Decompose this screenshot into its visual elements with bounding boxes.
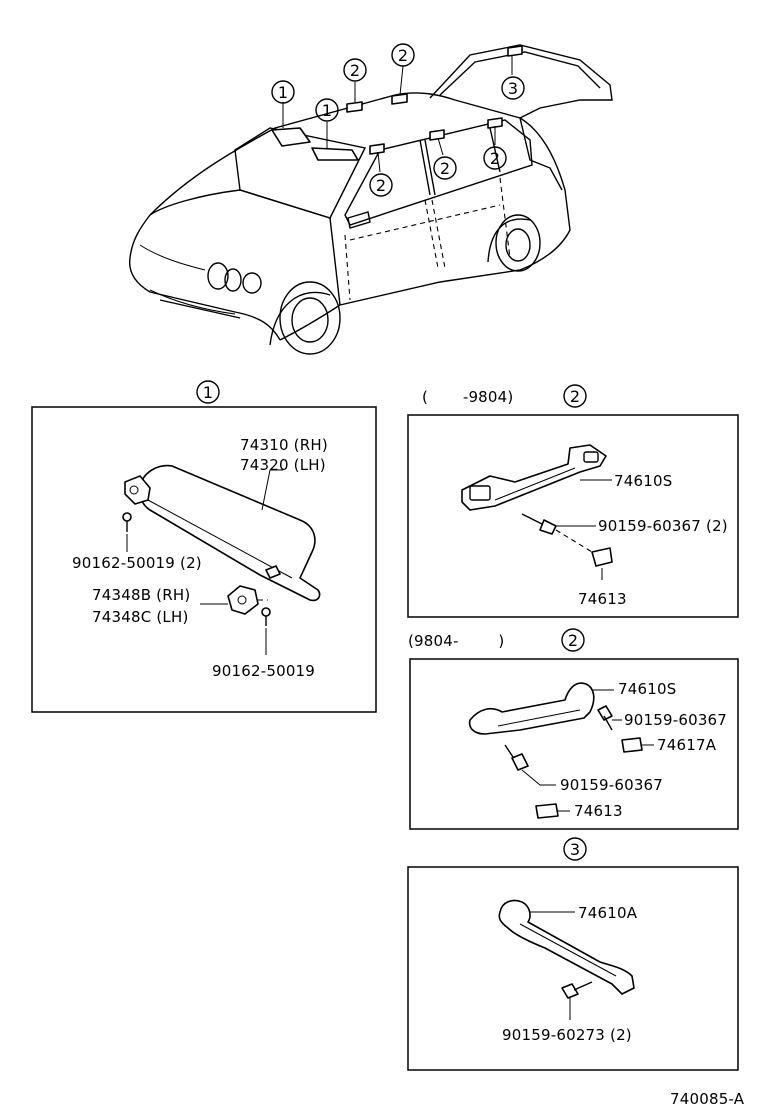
panel-rear-assist-grip: 3 74610A 90159-60273 (2) — [407, 837, 739, 1071]
svg-text:1: 1 — [278, 83, 288, 102]
panel3-frame — [407, 866, 739, 1071]
panel1-frame — [31, 406, 377, 713]
callout-2e: 2 — [483, 146, 507, 170]
svg-text:2: 2 — [376, 176, 386, 195]
assist-grip-74610S-late — [468, 682, 595, 735]
visor-screw-icon — [122, 512, 132, 532]
grip-screw-b-icon — [504, 744, 529, 771]
grip-screw-a-icon — [597, 705, 613, 731]
grip-screw-icon — [521, 513, 557, 535]
diagram-id: 740085-A — [670, 1090, 745, 1108]
label-90159-60273-2: 90159-60273 (2) — [502, 1026, 632, 1044]
panel3-marker: 3 — [563, 837, 587, 861]
label-74610A: 74610A — [578, 904, 638, 922]
callout-2b: 2 — [391, 43, 415, 67]
assist-grip-74610S-early — [461, 444, 607, 511]
panel2a-marker: 2 — [563, 384, 587, 408]
rear-grip-screw-icon — [561, 981, 593, 999]
panel1-marker: 1 — [196, 380, 220, 404]
vehicle-illustration — [128, 44, 613, 355]
label-74348B: 74348B (RH) — [92, 586, 190, 604]
svg-text:2: 2 — [350, 61, 360, 80]
panel2a-date-range: ( -9804) — [422, 388, 513, 406]
label-90159-60367-a: 90159-60367 — [624, 711, 727, 729]
svg-text:2: 2 — [398, 46, 408, 65]
callout-2d: 2 — [433, 156, 457, 180]
visor-holder — [227, 585, 259, 615]
sun-visor-part — [138, 464, 321, 602]
label-74348C: 74348C (LH) — [92, 608, 189, 626]
label-90159-60367-2: 90159-60367 (2) — [598, 517, 728, 535]
label-90159-60367-b: 90159-60367 — [560, 776, 663, 794]
label-90162-50019-2: 90162-50019 (2) — [72, 554, 202, 572]
label-74613-early: 74613 — [578, 590, 627, 608]
callout-2c: 2 — [369, 173, 393, 197]
panel2a-frame — [407, 414, 739, 618]
panel-assist-grip-early: ( -9804) 2 74610S 90159-60367 (2) 74613 — [407, 384, 739, 618]
label-74610S-early: 74610S — [614, 472, 672, 490]
callout-1b: 1 — [315, 98, 339, 122]
grip-cover-74613-late — [535, 803, 559, 819]
panel-assist-grip-late: (9804- ) 2 74610S 90159-60367 74617A 901… — [408, 628, 739, 830]
svg-text:3: 3 — [570, 840, 580, 859]
panel2b-frame — [409, 658, 739, 830]
label-74613-late: 74613 — [574, 802, 623, 820]
svg-text:2: 2 — [570, 387, 580, 406]
svg-text:2: 2 — [568, 631, 578, 650]
panel2b-date-range: (9804- ) — [408, 632, 504, 650]
svg-text:1: 1 — [322, 101, 332, 120]
label-74320: 74320 (LH) — [240, 456, 326, 474]
callout-3a: 3 — [501, 76, 525, 100]
grip-cover-74613 — [591, 547, 613, 567]
svg-text:2: 2 — [490, 149, 500, 168]
assist-grip-74610A — [498, 899, 635, 995]
grip-cover-74617A — [621, 737, 643, 753]
svg-text:1: 1 — [203, 383, 213, 402]
label-74310: 74310 (RH) — [240, 436, 328, 454]
label-90162-50019: 90162-50019 — [212, 662, 315, 680]
label-74617A: 74617A — [657, 736, 717, 754]
svg-text:2: 2 — [440, 159, 450, 178]
holder-screw-icon — [261, 607, 271, 626]
label-74610S-late: 74610S — [618, 680, 676, 698]
callout-2a: 2 — [343, 58, 367, 82]
callout-1a: 1 — [271, 80, 295, 104]
panel-sun-visor: 1 74310 (RH) 74320 (LH) 90162-50019 (2) — [31, 380, 377, 713]
svg-text:3: 3 — [508, 79, 518, 98]
panel2b-marker: 2 — [561, 628, 585, 652]
